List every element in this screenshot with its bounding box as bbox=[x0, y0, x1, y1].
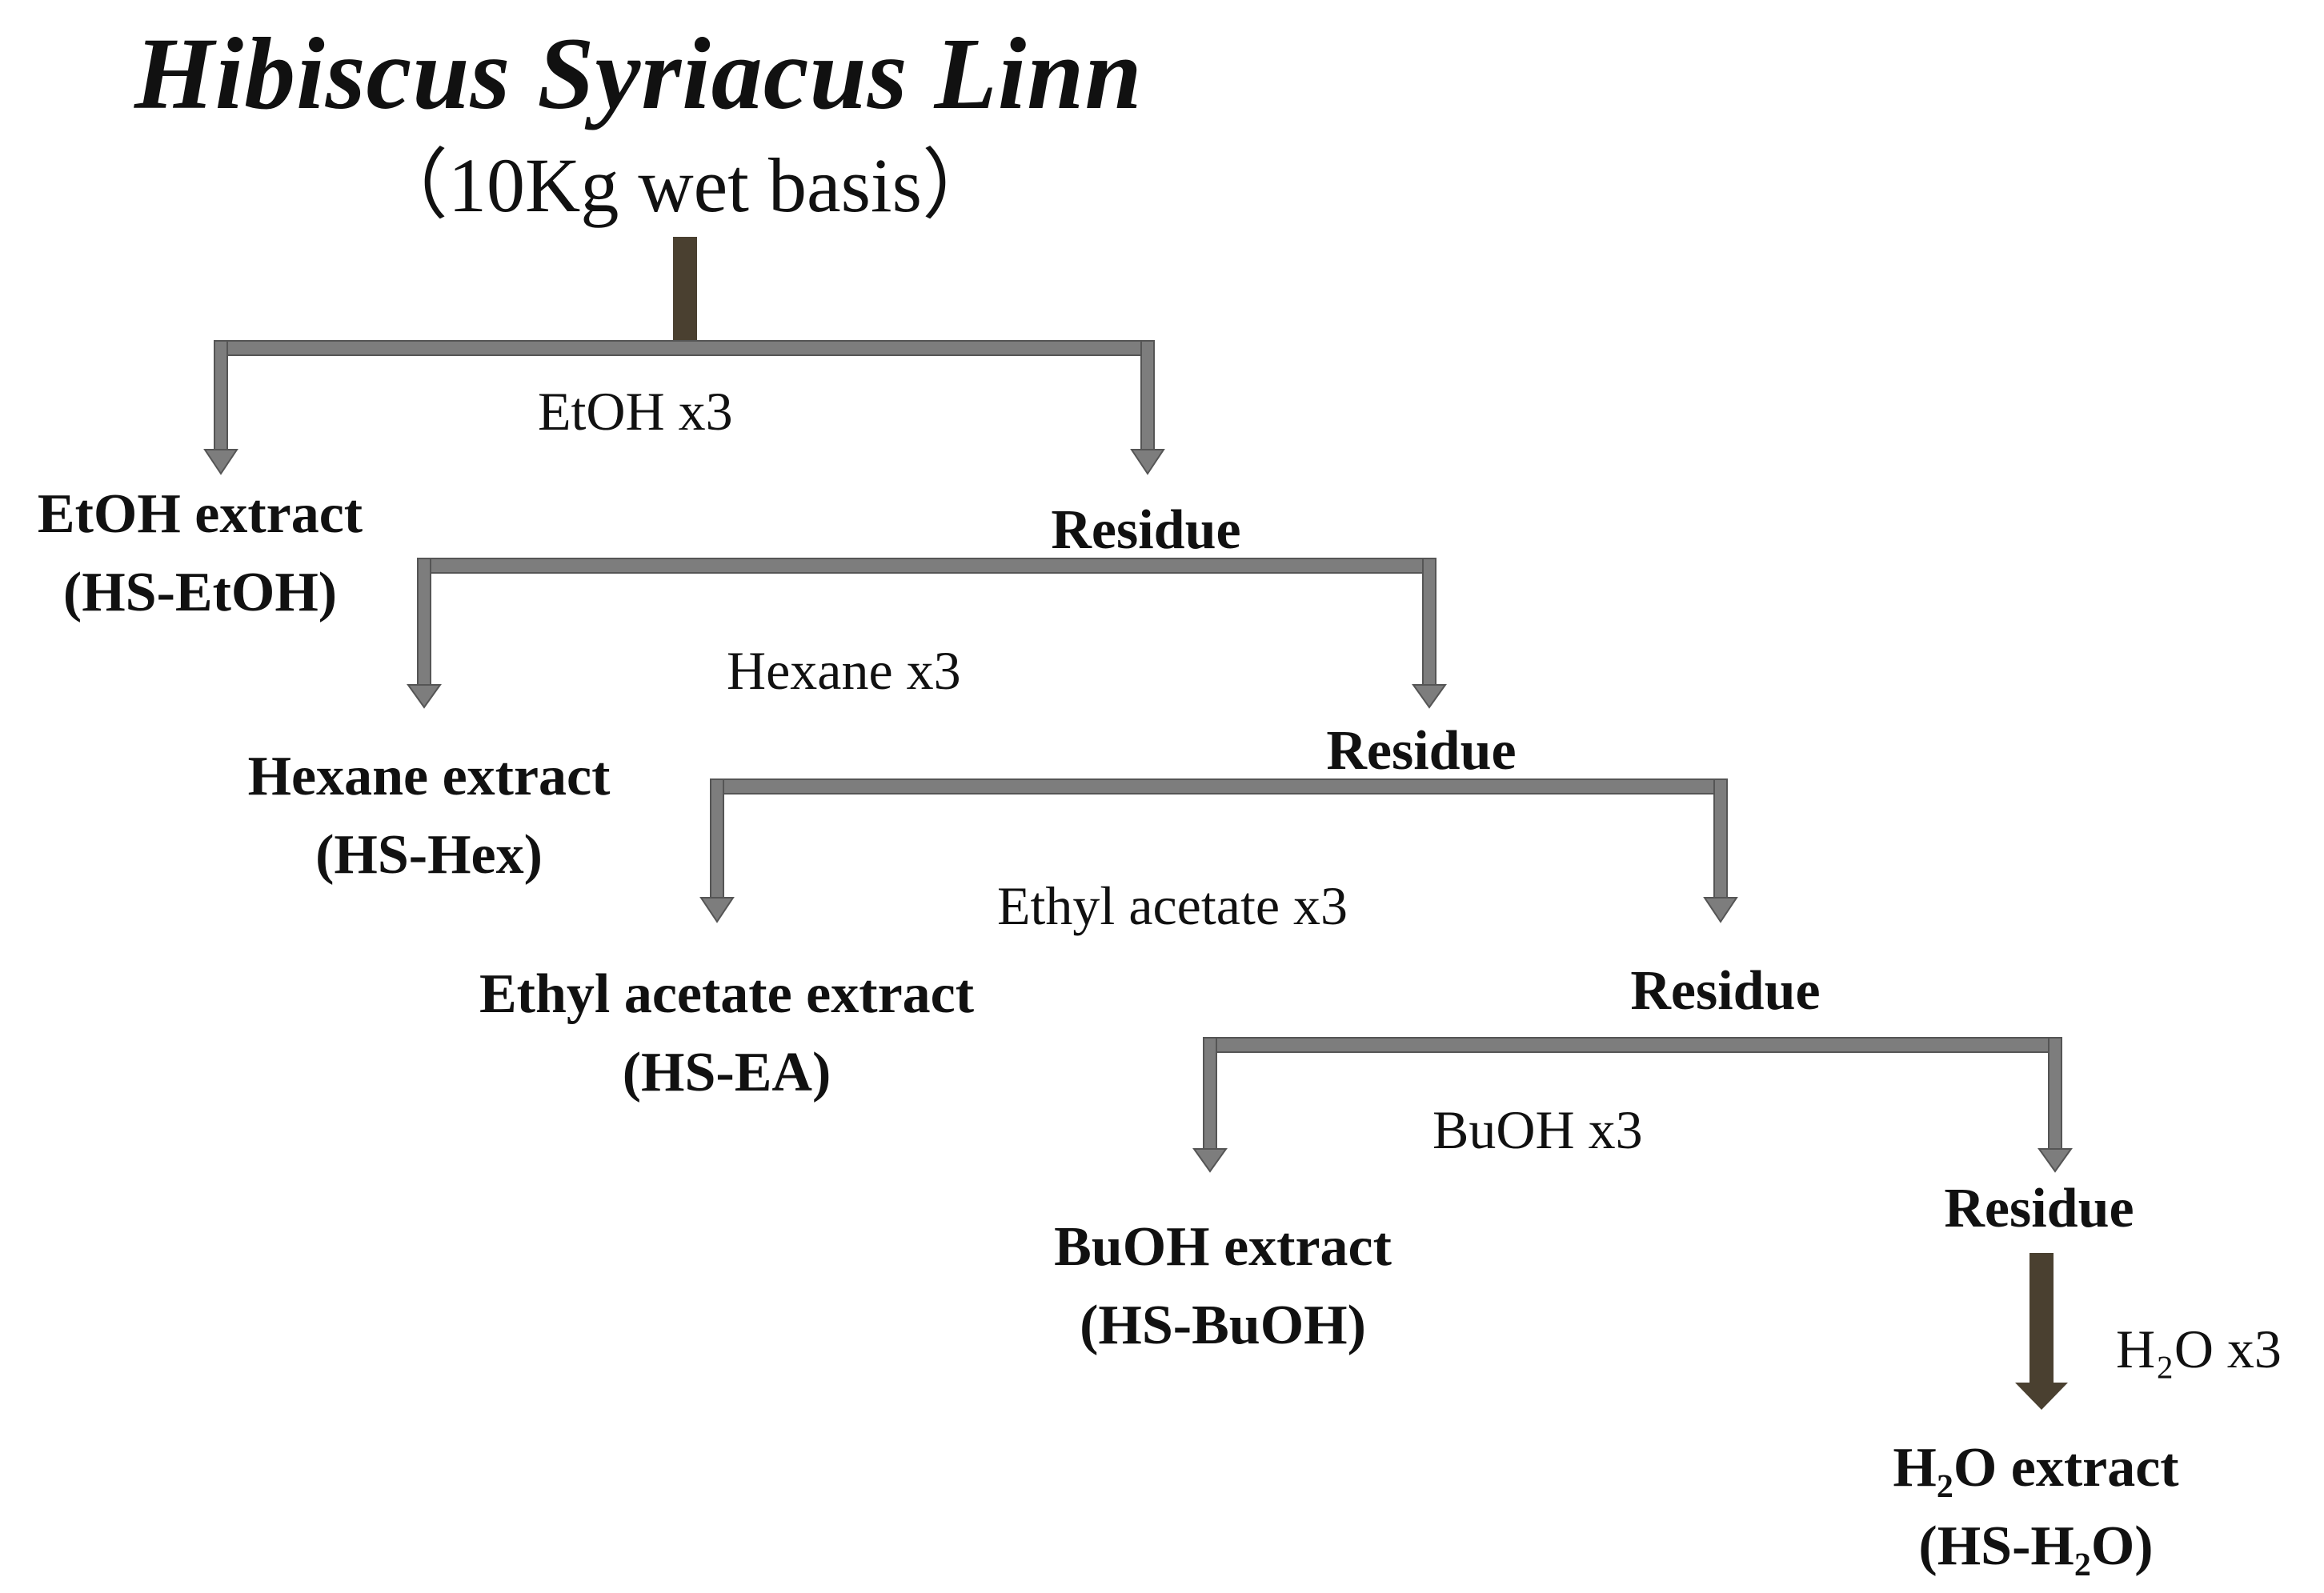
extract-hexane-code: (HS-Hex) bbox=[315, 824, 543, 886]
arrow-water bbox=[2015, 1253, 2068, 1410]
arrowhead-ea-extract bbox=[699, 897, 735, 923]
extract-water: H₂O extract (HS-H₂O) bbox=[1893, 1429, 2178, 1586]
arrowhead-hexane-extract bbox=[407, 684, 442, 709]
extract-buoh-name: BuOH extract bbox=[1054, 1216, 1392, 1278]
extract-etoh-name: EtOH extract bbox=[37, 483, 363, 545]
residue-1: Residue bbox=[1051, 499, 1241, 561]
extract-ea-name: Ethyl acetate extract bbox=[479, 963, 975, 1025]
solvent-label-ethyl-acetate: Ethyl acetate x3 bbox=[997, 875, 1348, 936]
extract-water-name: H₂O extract bbox=[1893, 1437, 2179, 1499]
title: Hibiscus Syriacus Linn bbox=[134, 17, 1143, 130]
arrowhead-buoh-residue bbox=[2038, 1148, 2073, 1173]
extract-buoh: BuOH extract (HS-BuOH) bbox=[1054, 1208, 1392, 1365]
residue-3: Residue bbox=[1630, 960, 1821, 1022]
bracket-ethyl-acetate bbox=[699, 778, 1738, 923]
arrowhead-water bbox=[2015, 1383, 2068, 1410]
extract-water-code: (HS-H₂O) bbox=[1918, 1515, 2154, 1577]
extract-etoh: EtOH extract (HS-EtOH) bbox=[38, 475, 363, 632]
arrowhead-etoh-residue bbox=[1130, 449, 1165, 475]
arrowhead-buoh-extract bbox=[1192, 1148, 1228, 1173]
arrowhead-hexane-residue bbox=[1412, 684, 1447, 709]
extract-hexane-name: Hexane extract bbox=[247, 746, 611, 807]
solvent-label-buoh: BuOH x3 bbox=[1432, 1099, 1643, 1160]
bracket-buoh bbox=[1192, 1037, 2073, 1173]
extract-buoh-code: (HS-BuOH) bbox=[1080, 1295, 1366, 1356]
extract-hexane: Hexane extract (HS-Hex) bbox=[248, 738, 611, 895]
solvent-label-hexane: Hexane x3 bbox=[727, 640, 961, 701]
residue-4: Residue bbox=[1944, 1178, 2134, 1239]
extract-etoh-code: (HS-EtOH) bbox=[62, 562, 338, 623]
solvent-label-water: H₂O x3 bbox=[2116, 1319, 2282, 1379]
arrowhead-etoh-extract bbox=[203, 449, 238, 475]
bracket-hexane bbox=[407, 558, 1447, 709]
bracket-etoh bbox=[203, 340, 1165, 475]
subtitle: （10Kg wet basis） bbox=[371, 142, 999, 228]
stem-top bbox=[673, 237, 697, 346]
arrowhead-ea-residue bbox=[1703, 897, 1738, 923]
extract-ethyl-acetate: Ethyl acetate extract (HS-EA) bbox=[479, 955, 974, 1112]
residue-2: Residue bbox=[1326, 720, 1517, 782]
solvent-label-etoh: EtOH x3 bbox=[538, 381, 733, 442]
extract-ea-code: (HS-EA) bbox=[622, 1042, 831, 1103]
